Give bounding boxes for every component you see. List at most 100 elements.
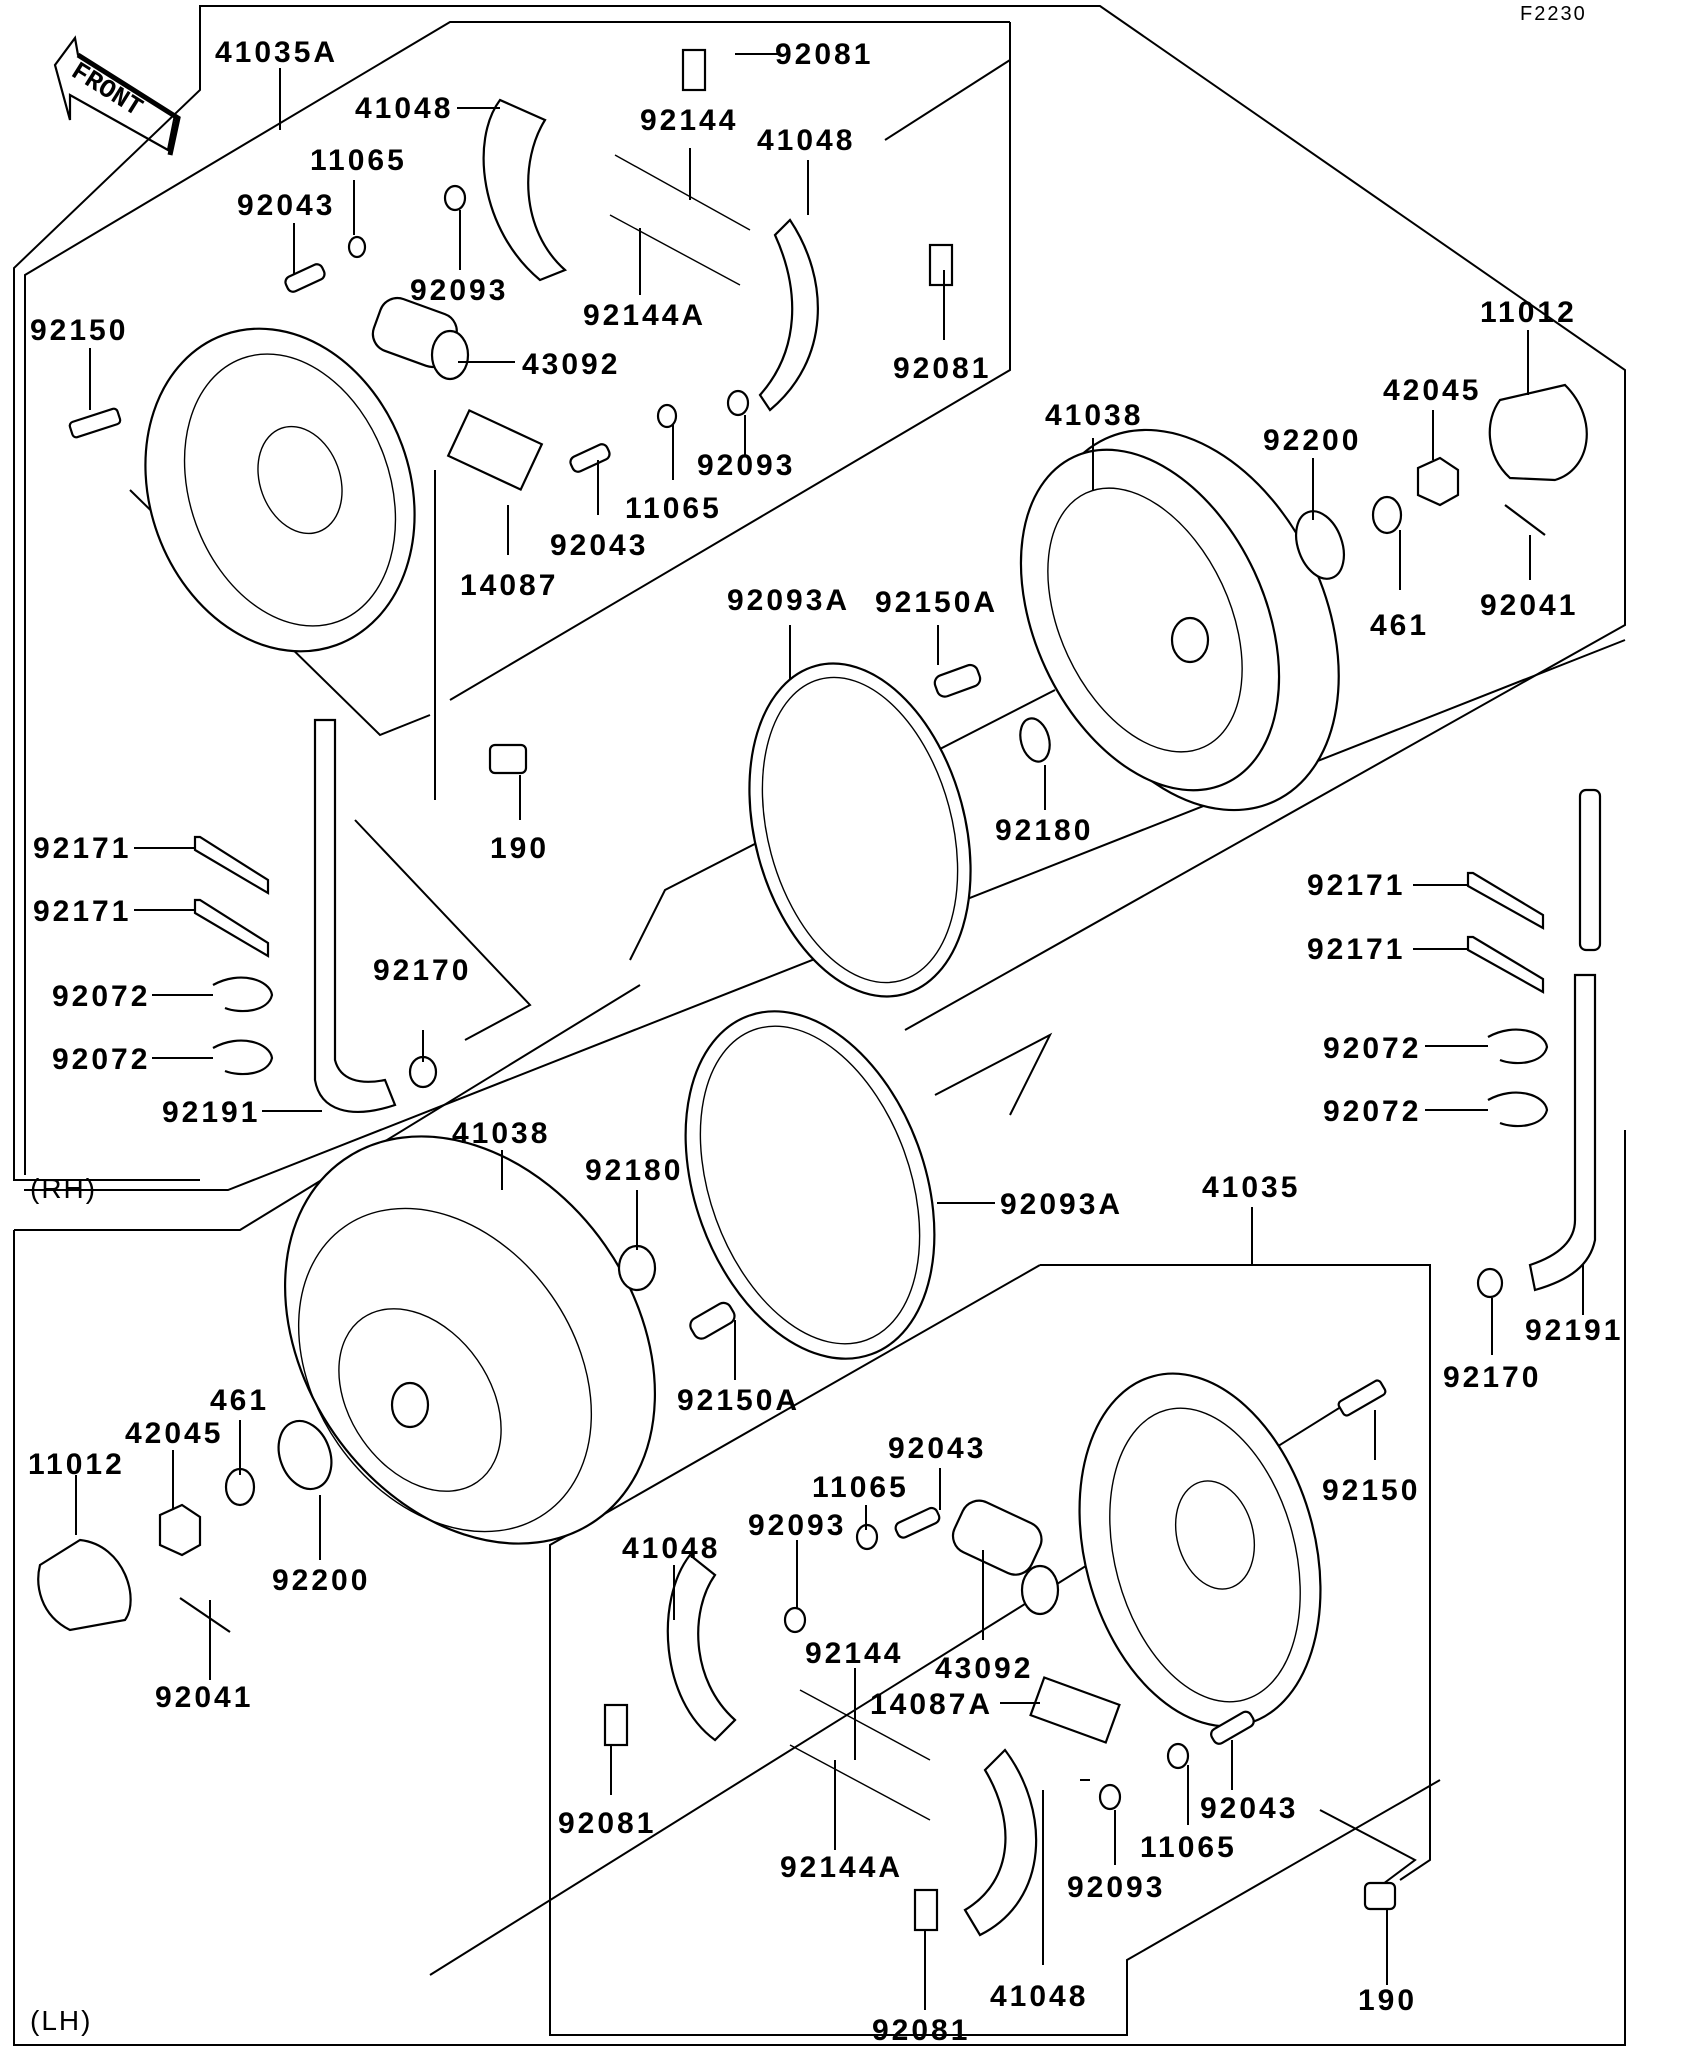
bolt-92150-rh xyxy=(68,407,122,439)
hose-92191-rh xyxy=(313,718,397,1113)
label-92180[interactable]: 92180 xyxy=(585,1154,683,1187)
clip-92081-lh-b xyxy=(913,1888,939,1932)
label-461[interactable]: 461 xyxy=(210,1384,269,1417)
label-92072[interactable]: 92072 xyxy=(52,980,150,1013)
plate-14087A-lh xyxy=(1029,1676,1121,1744)
cap-11012-lh xyxy=(37,1538,132,1632)
washer-92093-rh-a xyxy=(443,184,467,212)
label-92093[interactable]: 92093 xyxy=(697,449,795,482)
clip-92081-lh-a xyxy=(603,1703,629,1747)
label-92150A[interactable]: 92150A xyxy=(875,586,998,619)
label-92171[interactable]: 92171 xyxy=(1307,933,1405,966)
bolt-190-rh xyxy=(488,743,528,775)
section-label-rh: (RH) xyxy=(30,1173,97,1204)
label-11012[interactable]: 11012 xyxy=(1480,296,1577,329)
label-92150A[interactable]: 92150A xyxy=(677,1384,800,1417)
label-11012[interactable]: 11012 xyxy=(28,1448,125,1481)
label-11065[interactable]: 11065 xyxy=(1140,1831,1237,1864)
wheel-cylinder-lh xyxy=(951,1499,1060,1616)
label-92093A[interactable]: 92093A xyxy=(1000,1188,1123,1221)
label-41048[interactable]: 41048 xyxy=(990,1980,1088,2013)
label-92200[interactable]: 92200 xyxy=(1263,424,1361,457)
label-41038[interactable]: 41038 xyxy=(1045,399,1143,432)
band-92072-lh-b xyxy=(1487,1091,1549,1128)
clamp-92170-lh xyxy=(1476,1267,1504,1299)
label-461[interactable]: 461 xyxy=(1370,609,1429,642)
label-92191[interactable]: 92191 xyxy=(1525,1314,1623,1347)
label-42045[interactable]: 42045 xyxy=(1383,374,1481,407)
lh-frame xyxy=(13,984,1626,2046)
label-92041[interactable]: 92041 xyxy=(1480,589,1578,622)
label-92144A[interactable]: 92144A xyxy=(583,299,706,332)
label-92150[interactable]: 92150 xyxy=(30,314,128,347)
strap-92171-lh-a xyxy=(1466,871,1545,930)
label-41038[interactable]: 41038 xyxy=(452,1117,550,1150)
label-92043[interactable]: 92043 xyxy=(1200,1792,1298,1825)
clip-92081-rh-b xyxy=(928,243,954,287)
label-41048[interactable]: 41048 xyxy=(757,124,855,157)
label-43092[interactable]: 43092 xyxy=(522,348,620,381)
label-11065[interactable]: 11065 xyxy=(812,1471,909,1504)
label-92043[interactable]: 92043 xyxy=(550,529,648,562)
bolt-92150A-rh xyxy=(933,663,982,698)
label-92171[interactable]: 92171 xyxy=(1307,869,1405,902)
label-92093[interactable]: 92093 xyxy=(410,274,508,307)
label-92170[interactable]: 92170 xyxy=(373,954,471,987)
label-190[interactable]: 190 xyxy=(490,832,549,865)
label-41048[interactable]: 41048 xyxy=(355,92,453,125)
label-92081[interactable]: 92081 xyxy=(558,1807,656,1840)
label-190[interactable]: 190 xyxy=(1358,1984,1417,2017)
label-92072[interactable]: 92072 xyxy=(52,1043,150,1076)
brake-drum-lh xyxy=(283,1135,657,1545)
label-92093[interactable]: 92093 xyxy=(748,1509,846,1542)
label-43092[interactable]: 43092 xyxy=(935,1652,1033,1685)
brake-shoe-lh-b xyxy=(963,1748,1038,1937)
rh-labels: 41035A 41048 92081 92144 41048 11065 920… xyxy=(30,36,1578,1204)
label-92072[interactable]: 92072 xyxy=(1323,1095,1421,1128)
seal-92093A-rh xyxy=(748,662,972,998)
label-92150[interactable]: 92150 xyxy=(1322,1474,1420,1507)
seal-92093A-lh xyxy=(684,1010,936,1360)
label-42045[interactable]: 42045 xyxy=(125,1417,223,1450)
label-14087[interactable]: 14087 xyxy=(460,569,558,602)
label-92043[interactable]: 92043 xyxy=(888,1432,986,1465)
label-11065[interactable]: 11065 xyxy=(625,492,722,525)
label-41048[interactable]: 41048 xyxy=(622,1532,720,1565)
brake-shoe-rh-a xyxy=(482,98,568,282)
label-92144[interactable]: 92144 xyxy=(805,1637,903,1670)
label-92144A[interactable]: 92144A xyxy=(780,1851,903,1884)
label-92043[interactable]: 92043 xyxy=(237,189,335,222)
label-92093A[interactable]: 92093A xyxy=(727,584,850,617)
section-label-lh: (LH) xyxy=(30,2005,92,2036)
band-92072-rh-a xyxy=(212,976,274,1013)
spring-92144A-lh xyxy=(789,1744,931,1821)
label-92081[interactable]: 92081 xyxy=(893,352,991,385)
label-92081[interactable]: 92081 xyxy=(775,38,873,71)
pin-92043-lh-b xyxy=(1210,1710,1255,1745)
label-92144[interactable]: 92144 xyxy=(640,104,738,137)
label-92200[interactable]: 92200 xyxy=(272,1564,370,1597)
brake-shoe-lh-a xyxy=(666,1553,737,1742)
lh-labels: 41038 92180 92093A 41035 92150A 461 4204… xyxy=(28,869,1623,2047)
label-92093[interactable]: 92093 xyxy=(1067,1871,1165,1904)
label-92041[interactable]: 92041 xyxy=(155,1681,253,1714)
label-92171[interactable]: 92171 xyxy=(33,832,131,865)
cotter-pin-92041-rh xyxy=(1504,504,1546,536)
label-92170[interactable]: 92170 xyxy=(1443,1361,1541,1394)
washer-11065-rh-a xyxy=(347,235,367,259)
label-41035A[interactable]: 41035A xyxy=(215,36,338,69)
washer-92093-lh-b xyxy=(1098,1783,1122,1811)
strap-92171-lh-b xyxy=(1466,935,1545,994)
label-92171[interactable]: 92171 xyxy=(33,895,131,928)
spring-92144-rh xyxy=(614,154,751,231)
label-14087A[interactable]: 14087A xyxy=(870,1688,993,1721)
spring-92144A-rh xyxy=(609,214,741,286)
washer-92093-rh-b xyxy=(726,389,750,417)
label-92081[interactable]: 92081 xyxy=(872,2014,970,2047)
label-41035[interactable]: 41035 xyxy=(1202,1171,1300,1204)
label-92191[interactable]: 92191 xyxy=(162,1096,260,1129)
strap-92171-rh-a xyxy=(193,835,270,895)
label-11065[interactable]: 11065 xyxy=(310,144,407,177)
label-92180[interactable]: 92180 xyxy=(995,814,1093,847)
label-92072[interactable]: 92072 xyxy=(1323,1032,1421,1065)
